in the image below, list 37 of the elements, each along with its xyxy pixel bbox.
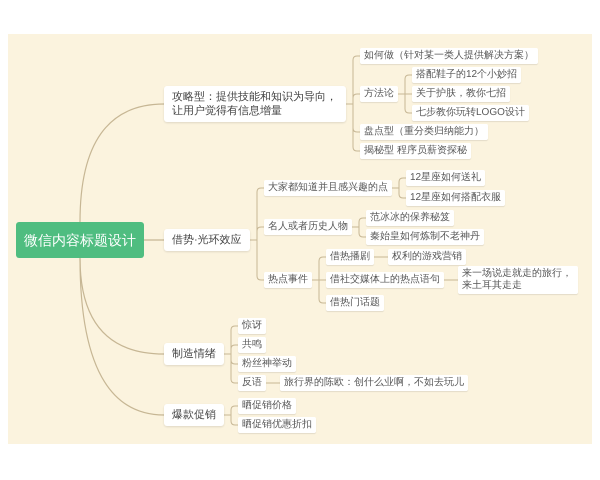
subtopic-node: 12星座如何搭配衣服 (406, 190, 506, 206)
connector-line (79, 103, 164, 222)
connector-line (79, 258, 164, 416)
subtopic-node: 来一场说走就走的旅行，来土耳其走走 (458, 266, 578, 294)
subtopic-node: 方法论 (360, 86, 398, 102)
subtopic-node: 旅行界的陈欧：创什么业啊，不如去玩儿 (280, 375, 468, 391)
subtopic-node: 如何做（针对某一类人提供解决方案） (360, 48, 538, 64)
subtopic-node: 搭配鞋子的12个小妙招 (412, 67, 522, 83)
subtopic-node: 热点事件 (264, 272, 312, 288)
main-topic-node: 借势·光环效应 (164, 229, 250, 251)
subtopic-node: 12星座如何送礼 (406, 170, 486, 186)
central-topic-node: 微信内容标题设计 (16, 222, 144, 258)
subtopic-node: 晒促销优惠折扣 (238, 417, 316, 433)
connector-line (374, 256, 388, 258)
subtopic-node: 晒促销价格 (238, 398, 296, 414)
main-topic-node: 制造情绪 (164, 343, 224, 365)
subtopic-node: 惊讶 (238, 318, 266, 334)
subtopic-node: 秦始皇如何炼制不老神丹 (366, 229, 484, 245)
subtopic-node: 名人或者历史人物 (264, 219, 352, 235)
main-topic-node: 爆款促销 (164, 404, 224, 426)
connector-line (266, 382, 280, 384)
main-topic-node: 攻略型：提供技能和知识为导向，让用户觉得有信息增量 (164, 86, 346, 122)
subtopic-node: 关于护肤，教你七招 (412, 86, 510, 102)
connector-line (250, 240, 264, 280)
subtopic-node: 借社交媒体上的热点语句 (326, 272, 444, 288)
subtopic-node: 七步教你玩转LOGO设计 (412, 105, 529, 121)
subtopic-node: 权利的游戏营销 (388, 249, 466, 265)
subtopic-node: 范冰冰的保养秘笈 (366, 210, 454, 226)
subtopic-node: 借热播剧 (326, 249, 374, 265)
subtopic-node: 反语 (238, 375, 266, 391)
subtopic-node: 共鸣 (238, 337, 266, 353)
subtopic-node: 粉丝神举动 (238, 356, 296, 372)
subtopic-node: 大家都知道并且感兴趣的点 (264, 180, 392, 196)
subtopic-node: 盘点型（重分类归纳能力） (360, 124, 488, 140)
connector-line (144, 239, 164, 241)
subtopic-node: 借热门话题 (326, 295, 384, 311)
subtopic-node: 揭秘型 程序员薪资探秘 (360, 143, 471, 159)
